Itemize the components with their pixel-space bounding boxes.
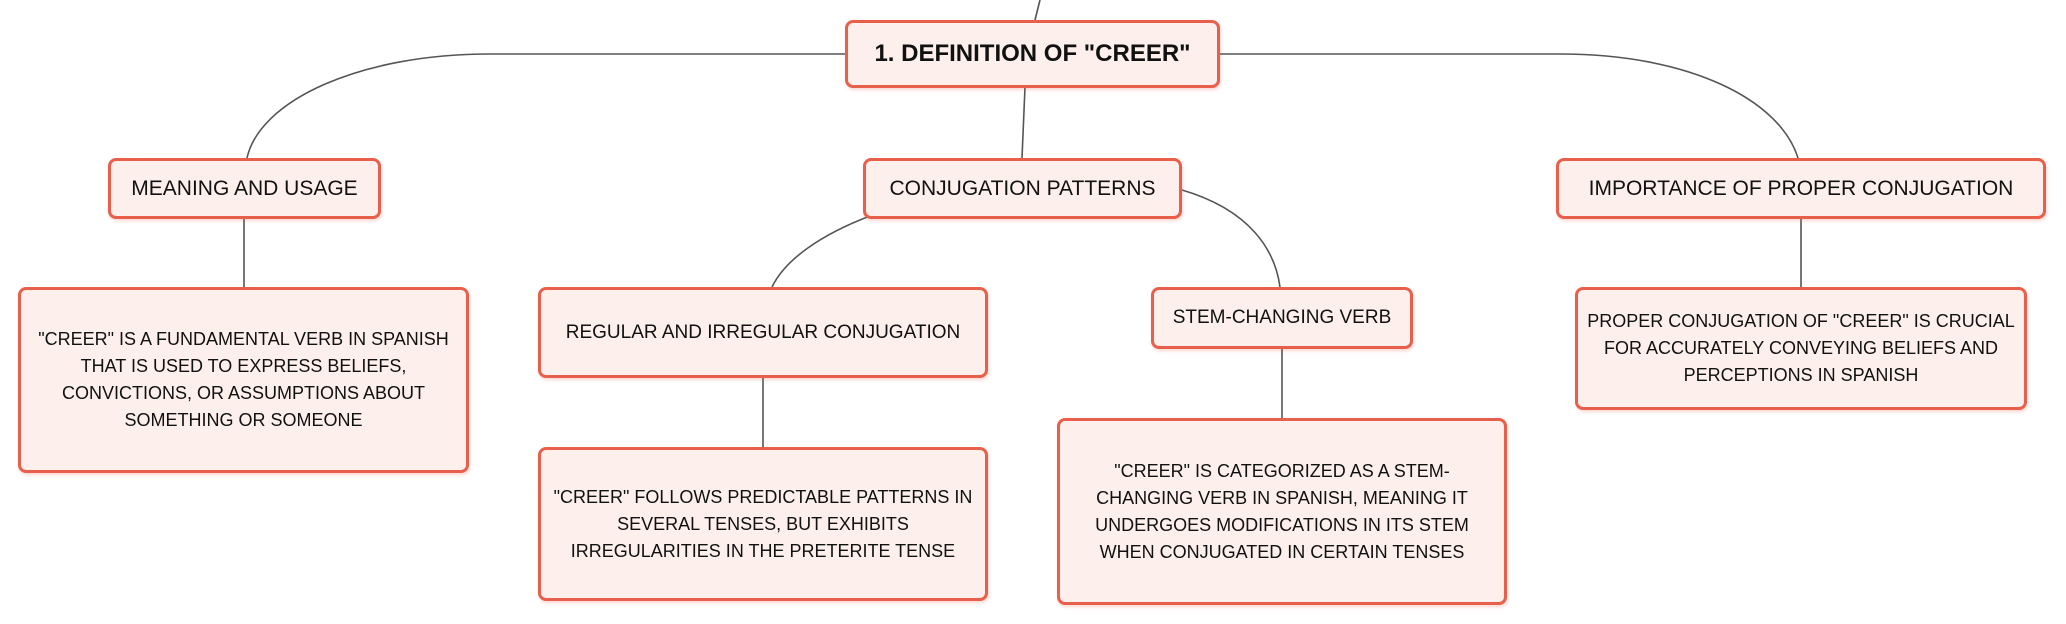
topic-label: CONJUGATION PATTERNS [889,176,1156,200]
topic-node-conjugation-patterns[interactable]: CONJUGATION PATTERNS [863,158,1182,219]
connector-root-importance [1220,53,1799,159]
root-node-label: 1. DEFINITION OF "CREER" [874,40,1191,67]
topic-label: IMPORTANCE OF PROPER CONJUGATION [1588,176,2014,200]
detail-node-importance[interactable]: PROPER CONJUGATION OF "CREER" IS CRUCIAL… [1575,287,2027,410]
topic-node-meaning-and-usage[interactable]: MEANING AND USAGE [108,158,381,219]
detail-node-regular-irregular[interactable]: "CREER" FOLLOWS PREDICTABLE PATTERNS IN … [538,447,988,601]
detail-node-stem-changing[interactable]: "CREER" IS CATEGORIZED AS A STEM-CHANGIN… [1057,418,1507,605]
connector-root-parent [1034,0,1041,21]
subtopic-node-stem-changing[interactable]: STEM-CHANGING VERB [1151,287,1413,349]
subtopic-node-regular-irregular[interactable]: REGULAR AND IRREGULAR CONJUGATION [538,287,988,378]
connector-conjugation-regular [771,215,871,288]
subtopic-label: REGULAR AND IRREGULAR CONJUGATION [565,321,961,343]
topic-label: MEANING AND USAGE [131,176,358,200]
detail-text: "CREER" IS A FUNDAMENTAL VERB IN SPANISH… [38,329,449,430]
detail-text: "CREER" FOLLOWS PREDICTABLE PATTERNS IN … [553,486,973,561]
subtopic-label: STEM-CHANGING VERB [1172,307,1392,328]
topic-node-importance[interactable]: IMPORTANCE OF PROPER CONJUGATION [1556,158,2046,219]
connector-root-conjugation [1021,86,1026,159]
root-node-definition[interactable]: 1. DEFINITION OF "CREER" [845,20,1220,88]
detail-text: "CREER" IS CATEGORIZED AS A STEM-CHANGIN… [1095,460,1469,562]
detail-node-meaning[interactable]: "CREER" IS A FUNDAMENTAL VERB IN SPANISH… [18,287,469,473]
connector-conjugation-stem [1181,189,1281,288]
connector-root-meaning [246,53,845,159]
detail-text: PROPER CONJUGATION OF "CREER" IS CRUCIAL… [1587,311,2015,385]
